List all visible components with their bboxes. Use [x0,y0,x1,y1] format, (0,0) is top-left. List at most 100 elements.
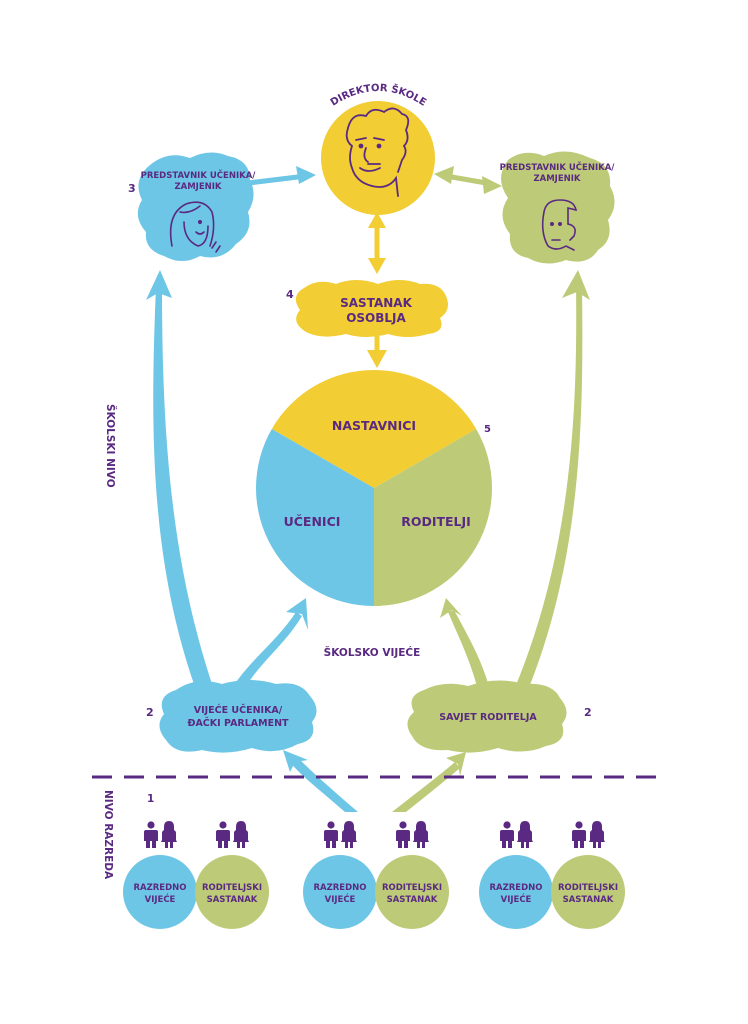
student-rep-line2: ZAMJENIK [174,182,221,192]
class-council-line1: RAZREDNO [313,883,366,893]
director-circle [321,101,435,215]
man-face-portrait-icon [541,199,578,251]
class-council-circle [303,855,377,929]
parent-meeting-line1: RODITELJSKI [382,883,442,893]
parent-rep-blob [501,151,615,264]
parent-meeting-line2: SASTANAK [387,895,438,905]
parent-council-to-rep-arrow [514,286,583,690]
female-person-icon [517,821,533,848]
parent-rep-line1: PREDSTAVNIK UČENIKA/ [500,161,616,173]
student-council-node: VIJEĆE UČENIKA/ ĐAČKI PARLAMENT 2 [146,680,317,753]
parent-meeting-line2: SASTANAK [207,895,258,905]
people-icon [572,821,605,848]
parent-meeting-line1: RODITELJSKI [202,883,262,893]
class-council-line2: VIJEĆE [501,893,532,905]
female-person-icon [161,821,177,848]
student-rep-number: 3 [128,182,136,195]
student-rep-node: PREDSTAVNIK UČENIKA/ ZAMJENIK 3 [128,152,256,261]
parent-meeting-node: RODITELJSKI SASTANAK [551,821,625,929]
board-segment-label-teachers: NASTAVNICI [332,418,416,433]
student-rep-arrowhead [146,270,172,300]
student-council-number: 2 [146,706,154,719]
people-icon [216,821,249,848]
director-parent-rep-arrow [434,166,502,194]
class-to-student-council-arrow [290,756,358,812]
class-level-number: 1 [147,793,154,805]
board-blue-arrowhead [286,598,308,630]
people-icon [500,821,533,848]
student-council-blob [159,680,317,753]
class-groups: RAZREDNOVIJEĆERODITELJSKISASTANAKRAZREDN… [123,821,625,929]
staff-board-arrow [367,336,387,368]
parent-meeting-line1: RODITELJSKI [558,883,618,893]
parent-rep-line2: ZAMJENIK [533,174,580,184]
female-person-icon [589,821,605,848]
class-council-line2: VIJEĆE [145,893,176,905]
school-board-number: 5 [484,424,491,435]
student-council-to-board-arrow [232,612,302,690]
board-segment-students [255,429,374,606]
male-person-icon [216,821,230,848]
parent-meeting-line2: SASTANAK [563,895,614,905]
student-council-line1: VIJEĆE UČENIKA/ [194,704,283,716]
staff-meeting-blob [295,280,448,337]
class-council-line1: RAZREDNO [489,883,542,893]
parent-council-number: 2 [584,706,592,719]
student-council-line2: ĐAČKI PARLAMENT [187,717,289,729]
man-face-portrait-icon [345,107,410,197]
class-blue-arrowhead [283,750,308,772]
parent-meeting-circle [551,855,625,929]
class-council-line2: VIJEĆE [325,893,356,905]
student-rep-line1: PREDSTAVNIK UČENIKA/ [141,169,257,181]
parent-rep-node: PREDSTAVNIK UČENIKA/ ZAMJENIK [500,151,616,264]
school-level-label: ŠKOLSKI NIVO [104,404,117,488]
male-person-icon [144,821,158,848]
class-council-circle [479,855,553,929]
staff-meeting-line1: SASTANAK [340,296,412,310]
people-icon [144,821,177,848]
board-segment-label-students: UČENICI [284,514,341,529]
class-green-arrowhead [446,752,466,776]
school-board-node: NASTAVNICI UČENICI RODITELJI 5 ŠKOLSKO V… [255,369,493,659]
school-board-pie [255,369,493,606]
director-node: DIREKTOR ŠKOLE [321,82,435,215]
female-person-icon [341,821,357,848]
class-level-label: NIVO RAZREDA [102,790,114,880]
school-board-label: ŠKOLSKO VIJEĆE [324,646,421,659]
male-person-icon [396,821,410,848]
staff-meeting-number: 4 [286,288,294,301]
staff-meeting-line2: OSOBLJA [346,311,406,325]
class-council-line1: RAZREDNO [133,883,186,893]
staff-meeting-node: SASTANAK OSOBLJA 4 [286,280,448,337]
male-person-icon [572,821,586,848]
parent-council-node: SAVJET RODITELJA 2 [407,680,592,753]
male-person-icon [324,821,338,848]
student-council-to-rep-arrow [153,286,214,690]
parent-meeting-circle [195,855,269,929]
male-person-icon [500,821,514,848]
parent-council-blob [407,680,567,753]
class-to-parent-council-arrow [392,762,460,812]
board-green-arrowhead [440,598,462,618]
female-person-icon [413,821,429,848]
people-icon [396,821,429,848]
parent-meeting-node: RODITELJSKI SASTANAK [195,821,269,929]
parent-council-label: SAVJET RODITELJA [439,712,537,723]
board-segment-teachers [271,369,477,488]
parent-meeting-circle [375,855,449,929]
parent-council-to-board-arrow [448,610,490,690]
student-rep-blob [137,152,254,261]
female-person-icon [233,821,249,848]
class-council-circle [123,855,197,929]
parent-rep-arrowhead [562,270,590,300]
woman-face-portrait-icon [169,201,221,253]
director-staff-arrow [368,212,386,274]
board-segment-parents [374,429,493,606]
